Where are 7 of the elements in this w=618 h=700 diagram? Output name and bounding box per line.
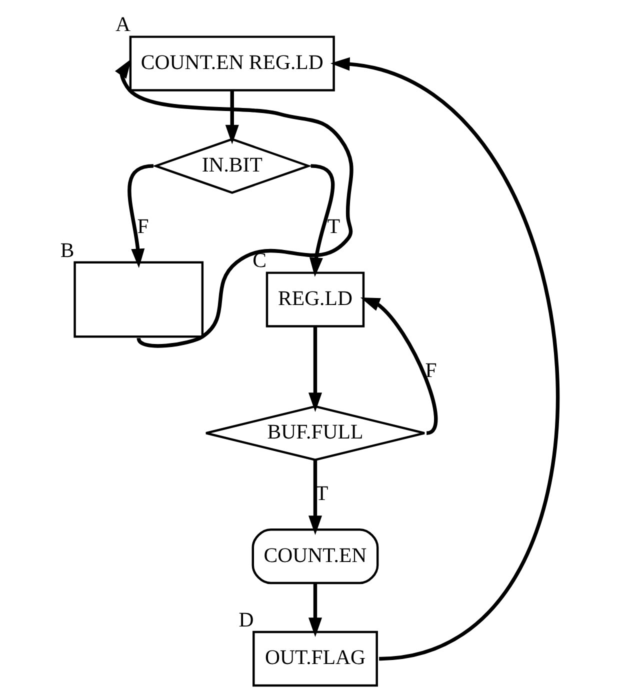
edge-label: T: [327, 215, 340, 238]
edge-label: F: [425, 359, 437, 382]
node-label: D: [238, 608, 254, 632]
node-label: C: [252, 249, 267, 272]
node-label: A: [116, 13, 131, 36]
edge-label: F: [137, 215, 149, 238]
node-label: B: [60, 238, 74, 262]
